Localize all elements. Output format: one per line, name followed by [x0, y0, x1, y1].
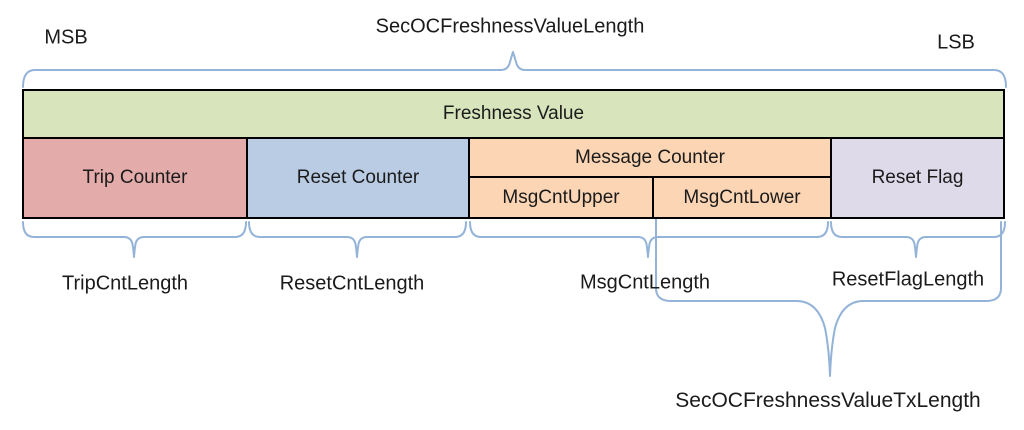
- message-counter-subrow: MsgCntUpper MsgCntLower: [470, 178, 830, 217]
- reset-cnt-length-label: ResetCntLength: [279, 272, 425, 295]
- reset-counter-cell: Reset Counter: [248, 139, 470, 217]
- trip-counter-text: Trip Counter: [82, 167, 188, 188]
- tx-length-brace: [655, 218, 1002, 377]
- message-counter-header: Message Counter: [470, 139, 830, 178]
- reset-flag-cell: Reset Flag: [832, 139, 1003, 217]
- field-row: Trip Counter Reset Counter Message Count…: [24, 139, 1003, 217]
- trip-cnt-length-brace: [22, 221, 247, 258]
- reset-counter-text: Reset Counter: [296, 167, 420, 188]
- message-counter-cell: Message Counter MsgCntUpper MsgCntLower: [470, 139, 832, 217]
- reset-flag-text: Reset Flag: [871, 167, 964, 188]
- msg-cnt-upper-cell: MsgCntUpper: [470, 178, 654, 217]
- freshness-value-text: Freshness Value: [442, 103, 585, 124]
- msg-cnt-lower-text: MsgCntLower: [683, 186, 801, 208]
- msb-label: MSB: [44, 26, 88, 49]
- msg-cnt-length-brace: [469, 221, 829, 258]
- lsb-label: LSB: [937, 31, 975, 54]
- trip-cnt-length-label: TripCntLength: [62, 272, 188, 295]
- freshness-value-table: Freshness Value Trip Counter Reset Count…: [22, 89, 1005, 219]
- reset-cnt-length-brace: [248, 221, 467, 258]
- msg-cnt-upper-text: MsgCntUpper: [502, 186, 620, 208]
- trip-counter-cell: Trip Counter: [24, 139, 248, 217]
- top-span-brace: [22, 51, 1007, 88]
- reset-flag-length-label: ResetFlagLength: [831, 268, 985, 291]
- reset-flag-length-brace: [830, 221, 1006, 258]
- msg-cnt-length-label: MsgCntLength: [579, 271, 711, 294]
- message-counter-text: Message Counter: [575, 146, 725, 168]
- secoc-freshness-value-tx-length-label: SecOCFreshnessValueTxLength: [675, 389, 981, 412]
- msg-cnt-lower-cell: MsgCntLower: [654, 178, 830, 217]
- secoc-freshness-value-length-label: SecOCFreshnessValueLength: [375, 15, 645, 38]
- freshness-value-cell: Freshness Value: [24, 91, 1003, 139]
